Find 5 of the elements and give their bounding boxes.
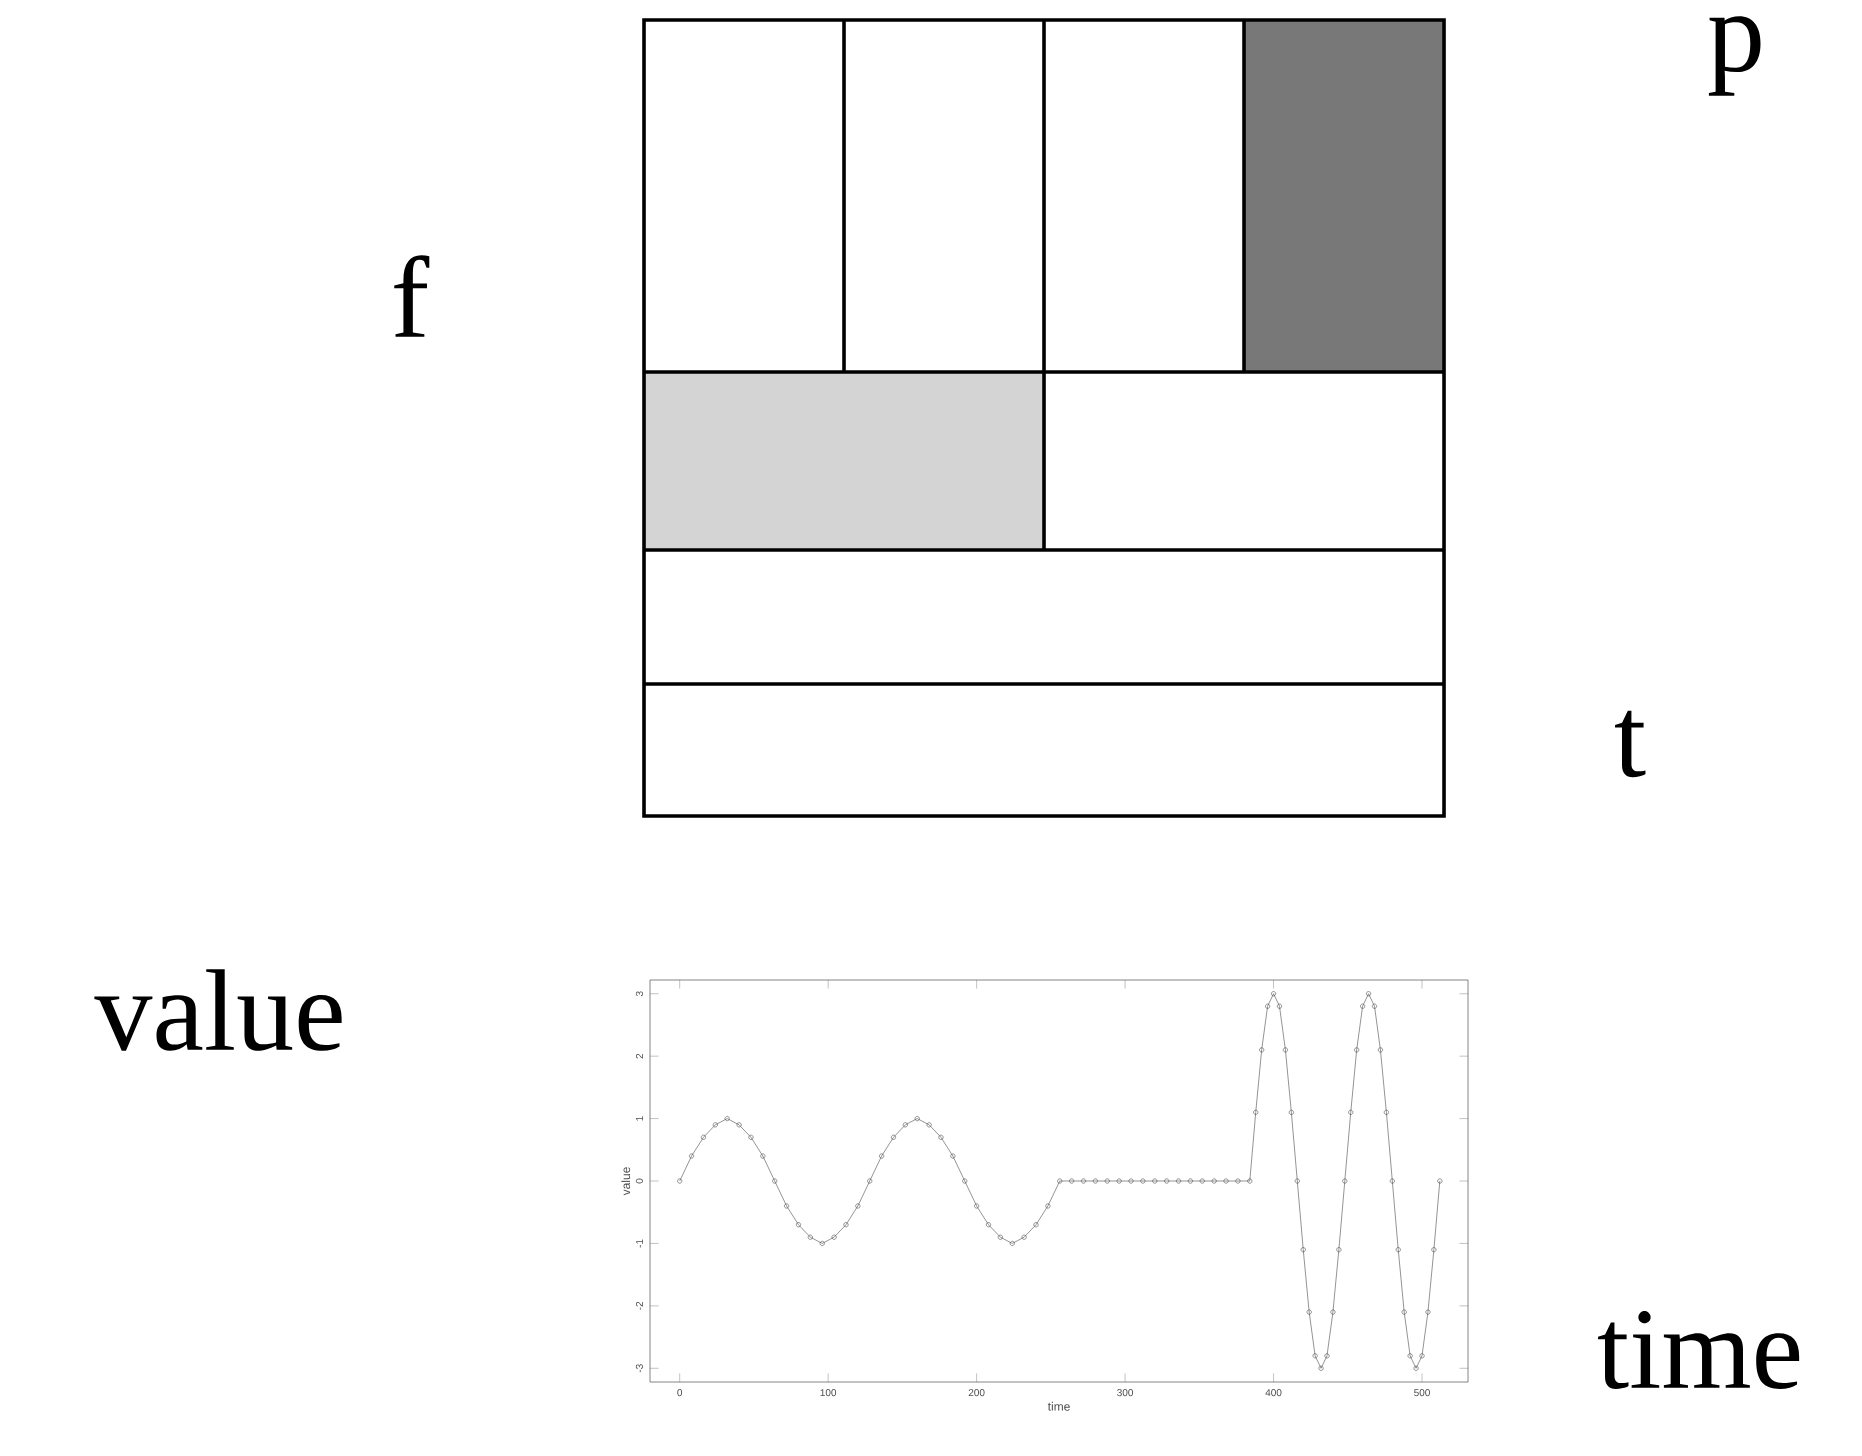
axis-label: time — [1598, 1311, 1800, 1389]
axis-label: t — [1615, 710, 1646, 778]
axis-label: value — [94, 969, 342, 1051]
axis-label: f — [394, 255, 430, 337]
axis-label: p — [1708, 16, 1761, 96]
